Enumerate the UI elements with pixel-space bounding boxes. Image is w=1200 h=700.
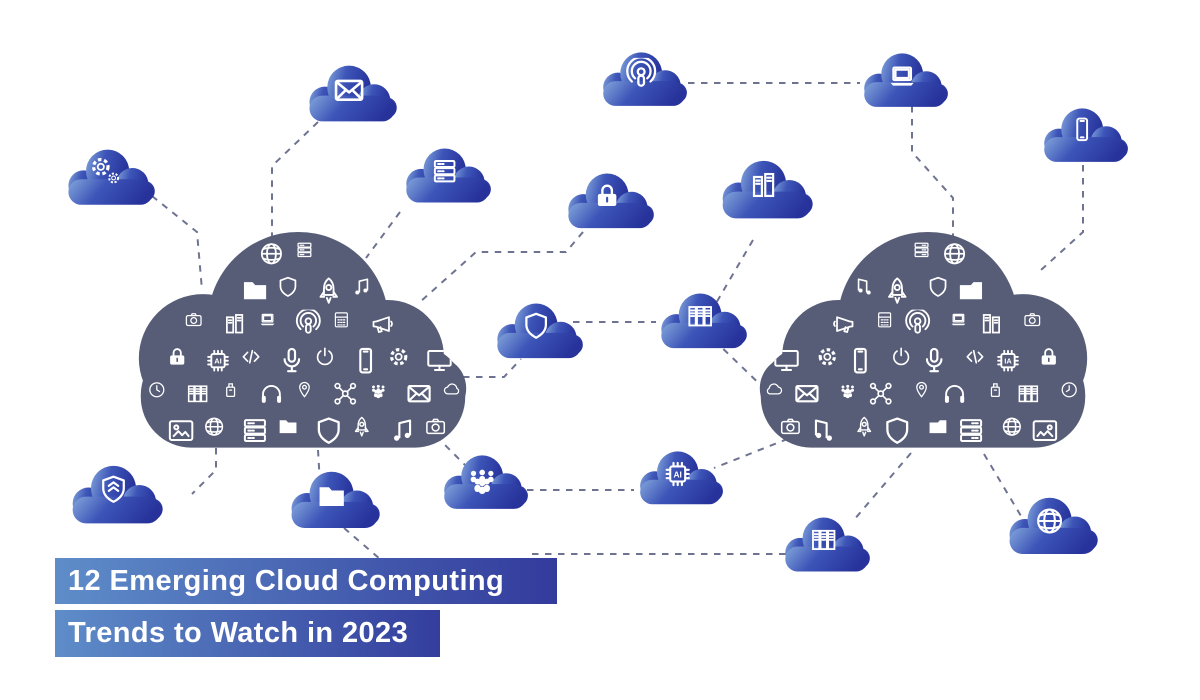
- globe-icon: [260, 243, 282, 265]
- ai-chip-icon: [207, 349, 229, 372]
- globe-icon: [1037, 508, 1063, 534]
- left-tech-cloud: [138, 231, 467, 448]
- right-tech-cloud: [759, 231, 1088, 448]
- ai-chip-icon: [997, 349, 1019, 372]
- protection-cloud: [72, 465, 163, 524]
- title-text-line-2: Trends to Watch in 2023: [68, 617, 409, 649]
- globe-icon: [1002, 417, 1021, 436]
- title-text-line-1: 12 Emerging Cloud Computing: [68, 564, 505, 597]
- server-towers-cloud: [722, 160, 813, 219]
- email-cloud: [309, 65, 397, 122]
- laptop-cloud: [864, 53, 948, 107]
- data-center-cloud: [661, 293, 747, 349]
- global-network-cloud: [1009, 497, 1098, 555]
- title-banner-line-1: 12 Emerging Cloud Computing: [55, 558, 557, 604]
- title-banner-line-2: Trends to Watch in 2023: [55, 610, 440, 657]
- mobile-cloud: [1044, 108, 1128, 162]
- storage-stack-cloud: [406, 148, 491, 203]
- folder-cloud: [291, 471, 380, 529]
- shield-cloud: [497, 303, 583, 359]
- settings-cloud: [68, 149, 155, 205]
- team-cloud: [444, 455, 528, 509]
- servers-cloud: [785, 517, 870, 572]
- security-lock-cloud: [568, 173, 654, 229]
- globe-icon: [205, 417, 224, 436]
- ai-chip-icon: [665, 461, 690, 487]
- globe-icon: [944, 243, 966, 265]
- podcast-cloud: [603, 52, 687, 106]
- ai-chip-cloud: [640, 451, 723, 505]
